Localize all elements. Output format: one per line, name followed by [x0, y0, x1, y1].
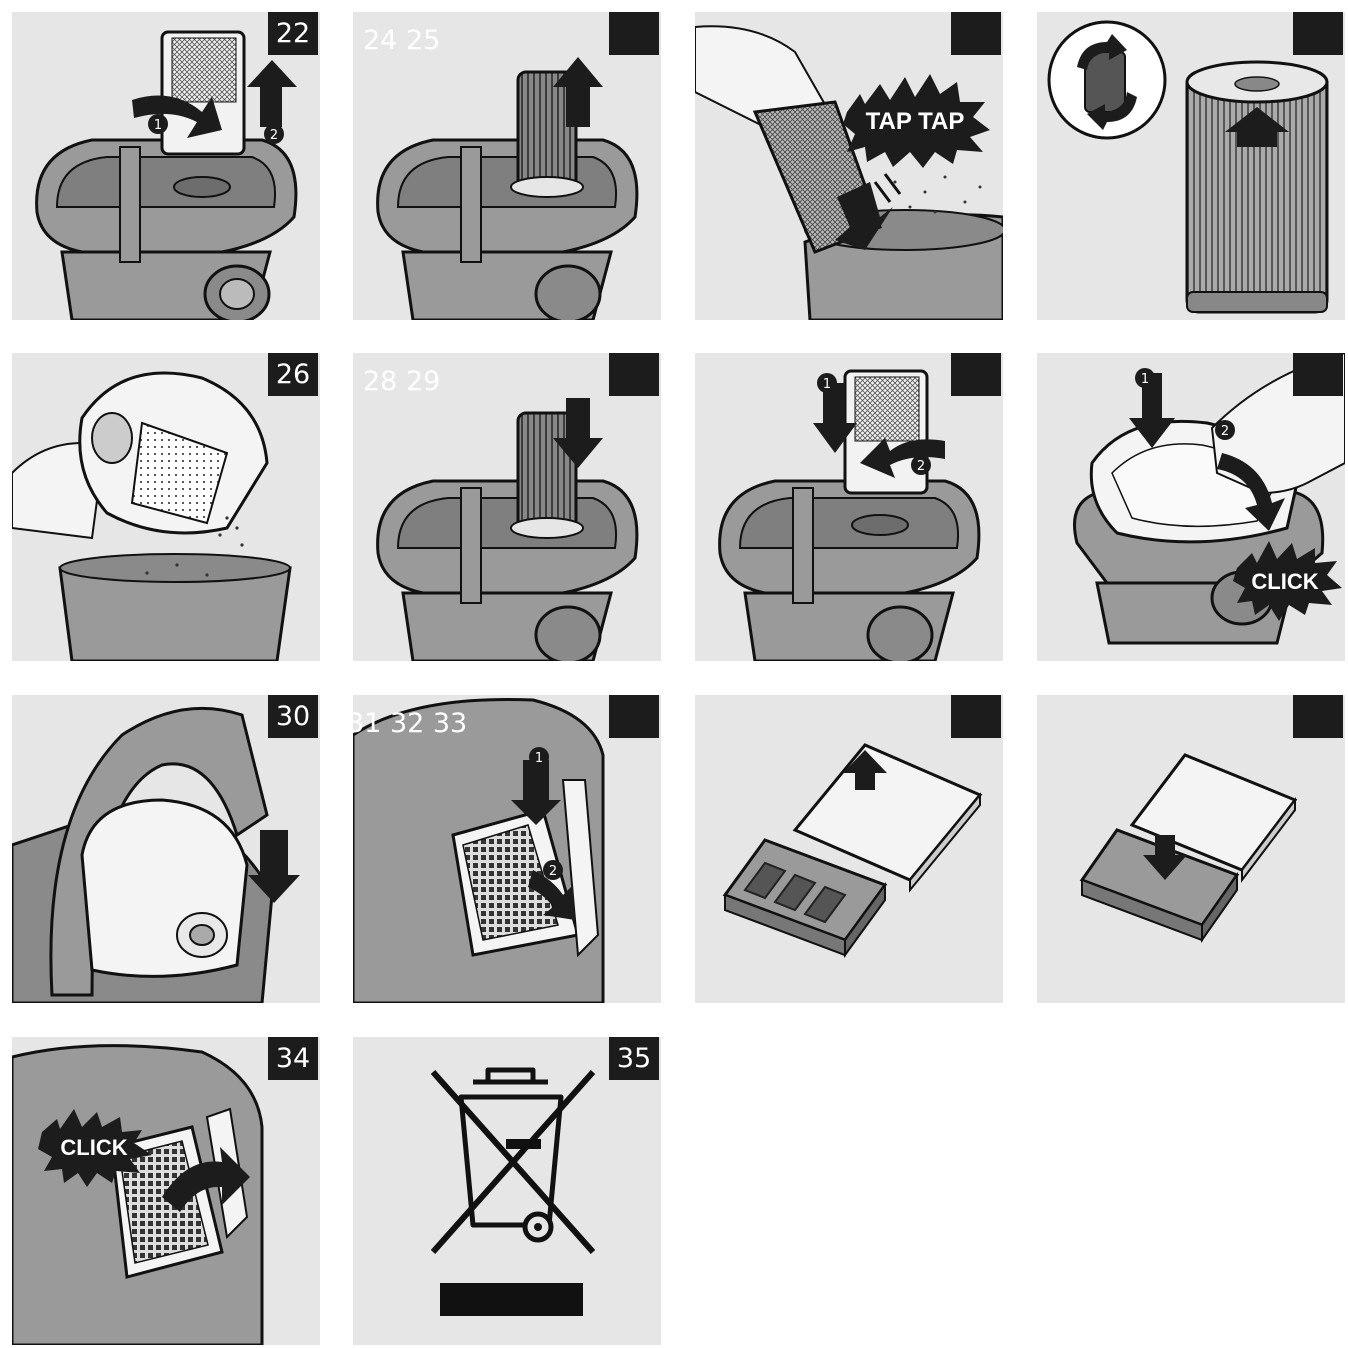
step-number-box — [1293, 353, 1343, 396]
step-marker-2: 2 — [549, 864, 557, 879]
step-number-box — [609, 12, 659, 55]
step-number-box — [1293, 12, 1343, 55]
insert-filter-pad-illustration — [1079, 753, 1298, 944]
step-number-box — [1293, 695, 1343, 738]
step-number: 35 — [609, 1037, 659, 1080]
step-number-box — [951, 12, 1001, 55]
tap-filter-illustration: TAP TAP — [695, 25, 1003, 320]
filter-orientation-illustration — [1047, 20, 1329, 314]
click-label: CLICK — [60, 1135, 127, 1160]
insert-cylinder-filter-illustration — [376, 398, 639, 661]
step-panel-26: 26 — [12, 353, 320, 661]
step-panel-27: 28 29 — [353, 353, 661, 661]
step-number-box — [609, 695, 659, 738]
step-panel-insert-pad — [1037, 695, 1345, 1003]
step-panel-35: 35 — [353, 1037, 661, 1345]
step-marker-2: 2 — [270, 128, 278, 143]
step-number: 30 — [268, 695, 318, 738]
step-panel-28: 1 2 — [695, 353, 1003, 661]
step-number-box — [951, 695, 1001, 738]
overlay-step-numbers: 31 32 33 — [353, 708, 468, 739]
lower-container-into-appliance-illustration — [12, 706, 300, 1003]
step-number: 34 — [268, 1037, 318, 1080]
step-marker-1: 1 — [154, 118, 162, 133]
close-container-illustration: 1 2 CLICK — [1073, 353, 1345, 645]
close-exhaust-grille-illustration: CLICK — [12, 1044, 264, 1345]
step-marker-2: 2 — [1221, 424, 1229, 439]
overlay-step-numbers: 28 29 — [363, 366, 441, 397]
step-panel-tap: TAP TAP — [695, 12, 1003, 320]
empty-dust-container-illustration — [12, 371, 292, 661]
remove-filter-pad-illustration — [722, 743, 983, 959]
crossed-out-wheelie-bin-icon — [430, 1067, 596, 1316]
tap-tap-label: TAP TAP — [866, 108, 965, 135]
step-panel-click: 1 2 CLICK — [1037, 353, 1345, 661]
step-panel-31: 1 2 31 32 33 — [353, 695, 661, 1003]
step-panel-filter-turn — [1037, 12, 1345, 320]
step-panel-22: 1 2 22 — [12, 12, 320, 320]
step-number: 26 — [268, 353, 318, 396]
click-label: CLICK — [1251, 569, 1318, 594]
step-number-box — [951, 353, 1001, 396]
click-burst: CLICK — [38, 1109, 152, 1187]
remove-exhaust-filter-illustration: 1 2 — [353, 697, 605, 1003]
overlay-step-numbers: 24 25 — [363, 25, 441, 56]
step-panel-remove-pad — [695, 695, 1003, 1003]
step-panel-30: 30 — [12, 695, 320, 1003]
step-marker-1: 1 — [1141, 372, 1149, 387]
click-burst: CLICK — [1233, 541, 1342, 621]
tap-tap-burst: TAP TAP — [843, 74, 990, 168]
reinsert-filter-holder-illustration: 1 2 — [718, 369, 981, 661]
step-number: 22 — [268, 12, 318, 55]
step-panel-23: 24 25 — [353, 12, 661, 320]
step-panel-34: CLICK 34 — [12, 1037, 320, 1345]
step-marker-1: 1 — [823, 377, 831, 392]
step-marker-1: 1 — [535, 751, 543, 766]
step-marker-2: 2 — [917, 459, 925, 474]
filter-removal-illustration: 1 2 — [35, 30, 298, 320]
step-number-box — [609, 353, 659, 396]
cylinder-filter-removal-illustration — [376, 57, 639, 320]
